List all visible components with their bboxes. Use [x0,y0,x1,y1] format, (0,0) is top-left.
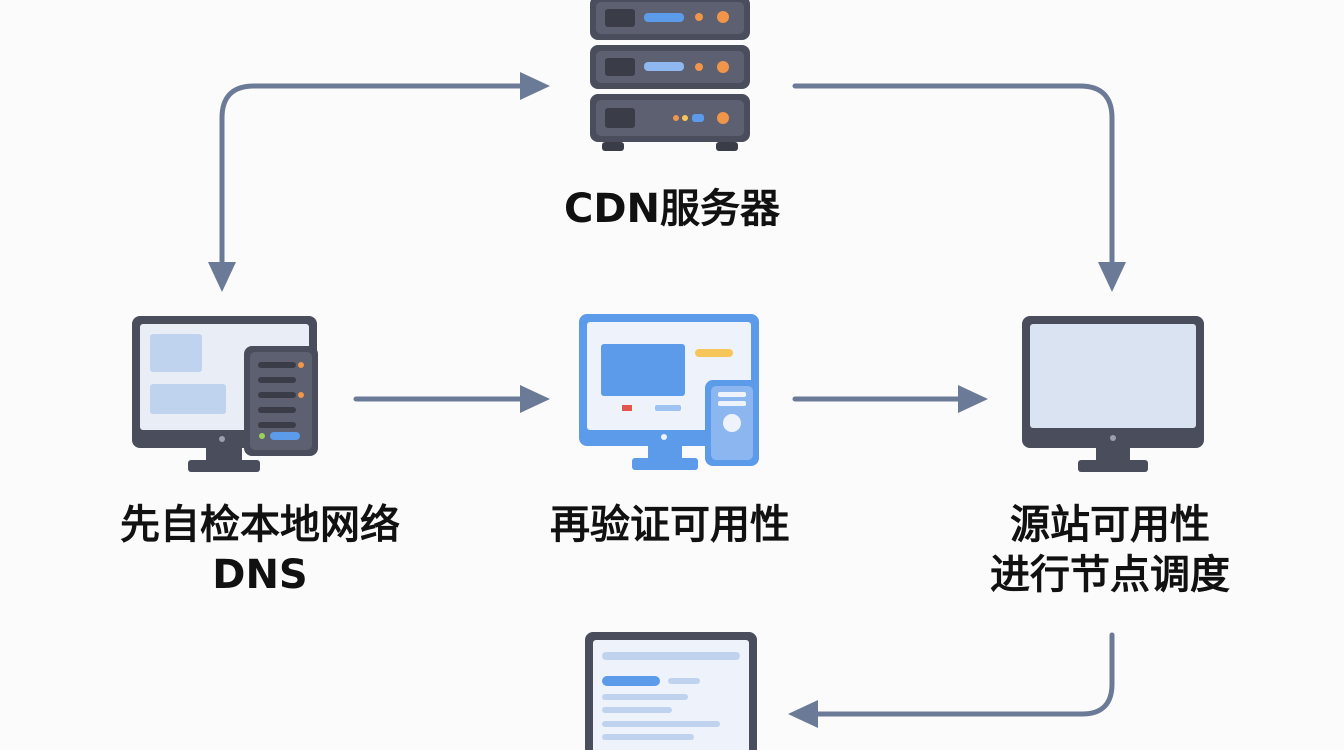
arrowhead-right-mid1 [520,385,550,413]
origin-label-line-1: 源站可用性 [1010,502,1210,548]
arrow-server-to-origin [792,83,1115,265]
origin-label-line-2: 进行节点调度 [990,552,1230,598]
arrowhead-down-right [1098,262,1126,292]
cdn-server-label-text: CDN服务器 [563,186,781,232]
arrowhead-right-mid2 [958,385,988,413]
local-check-label-line-2: DNS [212,552,308,598]
verify-label-text: 再验证可用性 [550,502,790,548]
arrows [219,83,1115,717]
server-rack-icon [590,0,750,151]
local-check-label: 先自检本地网络 DNS [40,500,480,600]
arrow-loop-to-server [219,83,525,265]
cdn-server-label: CDN服务器 [492,184,852,234]
arrowhead-down-left [208,262,236,292]
arrow-origin-to-laptop [812,632,1115,717]
monitor-with-tower-icon [579,314,759,470]
desktop-with-tower-icon [132,316,318,472]
arrowhead-right-top [520,72,550,100]
laptop-icon [585,632,757,750]
local-check-label-line-1: 先自检本地网络 [120,502,400,548]
blank-monitor-icon [1022,316,1204,472]
origin-label: 源站可用性 进行节点调度 [920,500,1300,600]
arrowhead-left-bottom [788,700,818,728]
verify-label: 再验证可用性 [470,500,870,550]
arrowheads [208,72,1126,728]
